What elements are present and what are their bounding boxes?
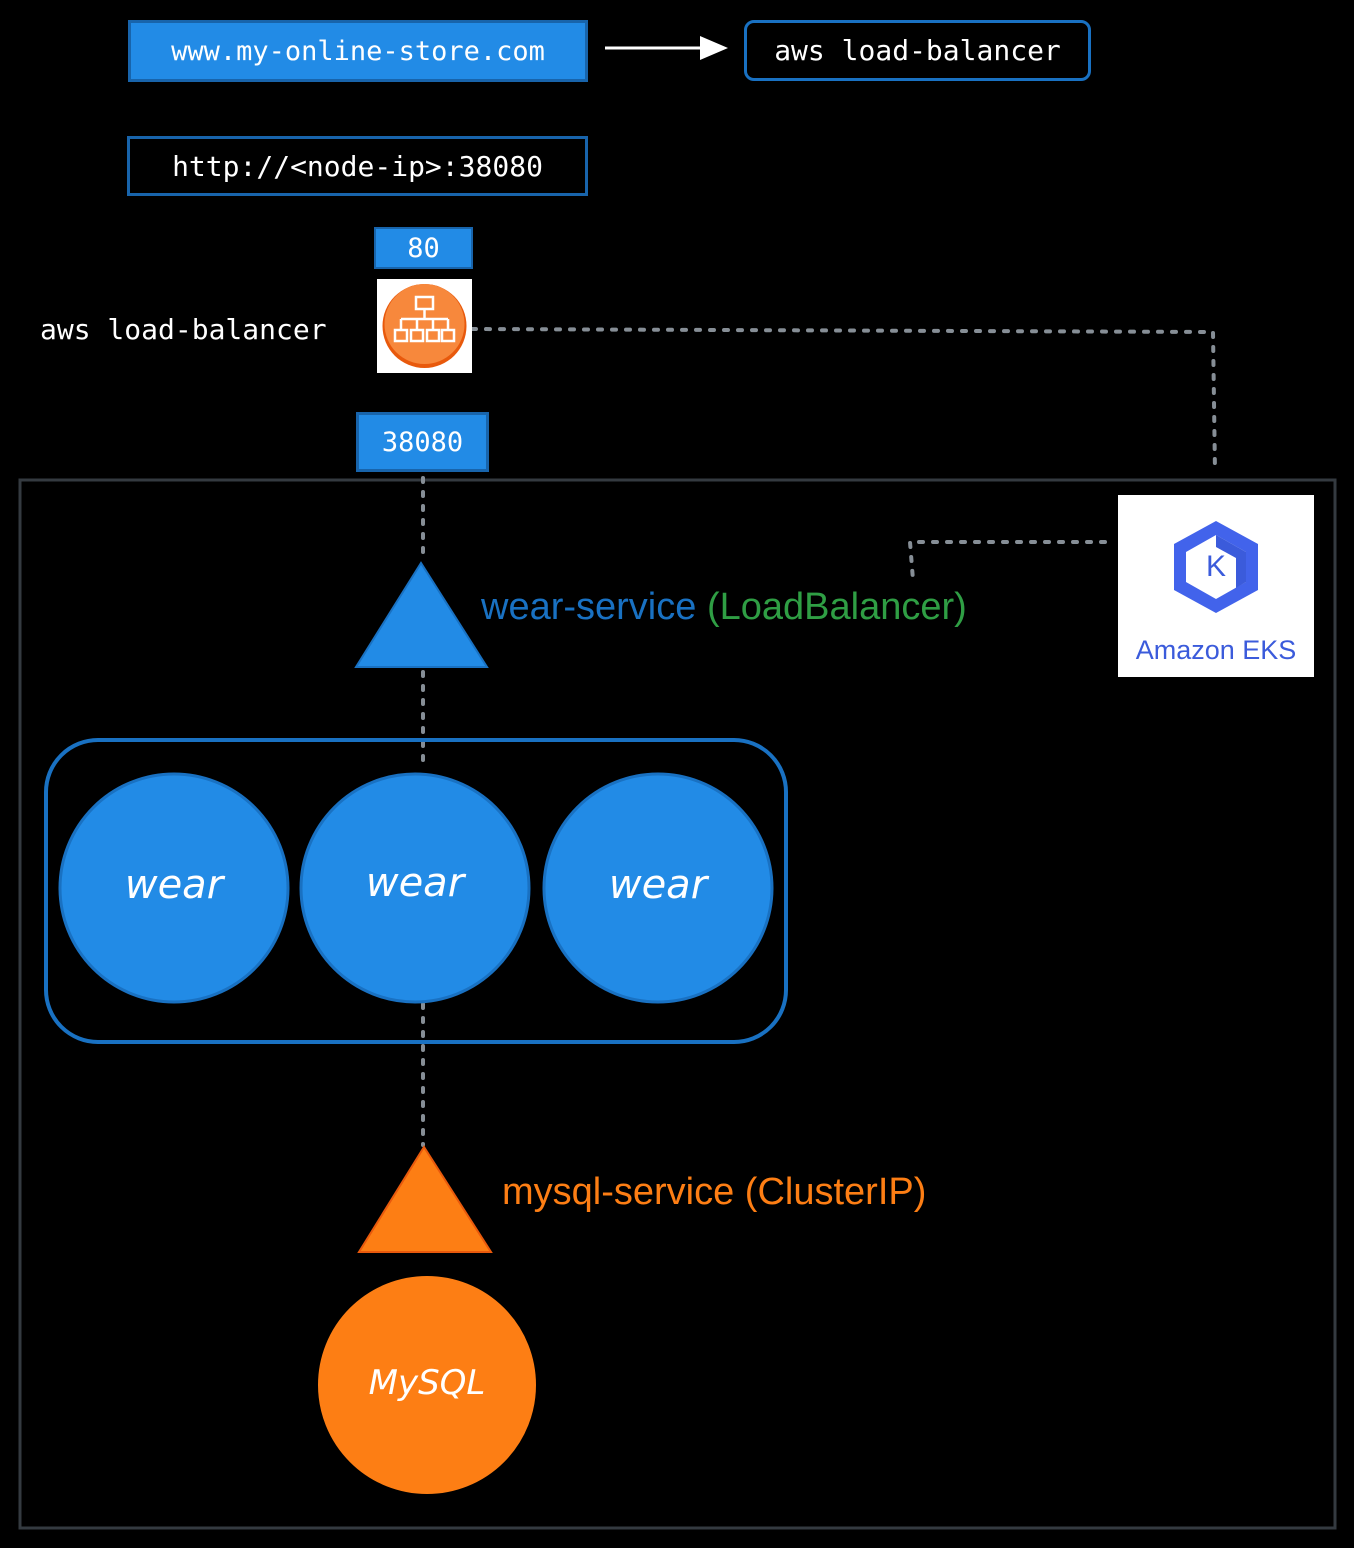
eks-label: Amazon EKS <box>1135 635 1297 665</box>
eks-letter: K <box>1205 550 1226 583</box>
mysql-pod-circle <box>318 1276 536 1494</box>
wear-service-triangle <box>354 561 489 668</box>
node-url-box: http://<node-ip>:38080 <box>127 136 588 196</box>
wear-pod-circle <box>542 772 774 1004</box>
node-url-text: http://<node-ip>:38080 <box>172 149 543 183</box>
url-box: www.my-online-store.com <box>128 20 588 82</box>
lb-title-text: aws load-balancer <box>774 34 1061 67</box>
mysql-service-label: mysql-service (ClusterIP) <box>502 1171 927 1213</box>
port-80-text: 80 <box>407 232 440 264</box>
port-38080-badge: 38080 <box>356 412 489 472</box>
lb-eks-connector <box>470 327 1217 474</box>
wear-deployment-group <box>44 738 788 1044</box>
port-38080-text: 38080 <box>381 426 464 458</box>
kubernetes-icon <box>1174 521 1258 613</box>
wear-service-name: wear-service <box>481 586 697 628</box>
port-80-badge: 80 <box>374 227 473 269</box>
eks-service-connector <box>907 540 1107 582</box>
wear-pod-label: wear <box>365 860 465 906</box>
wear-pod-circle <box>299 772 531 1004</box>
url-text: www.my-online-store.com <box>171 35 545 67</box>
arrow-head <box>700 36 728 60</box>
load-balancer-icon <box>377 279 472 373</box>
wear-pod-label: wear <box>124 862 224 908</box>
mysql-service-triangle <box>357 1145 493 1253</box>
wear-service-label: wear-service (LoadBalancer) <box>481 584 967 630</box>
lb-side-label: aws load-balancer <box>40 313 327 346</box>
wear-pod-circle <box>58 772 290 1004</box>
mysql-pod-label: MySQL <box>368 1363 486 1403</box>
wear-pod-label: wear <box>608 862 708 908</box>
amazon-eks-logo: K Amazon EKS <box>1118 495 1314 677</box>
load-balancer-glyph <box>382 284 467 368</box>
lb-title-box: aws load-balancer <box>744 20 1091 81</box>
wear-service-type: (LoadBalancer) <box>706 586 967 628</box>
cluster-frame <box>18 478 1337 1530</box>
